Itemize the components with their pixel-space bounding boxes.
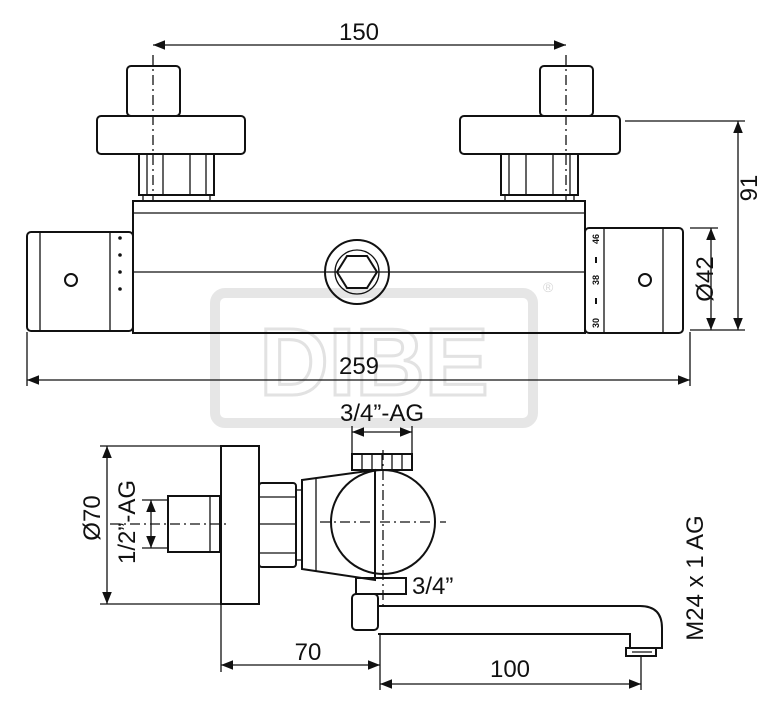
dim-inlet-spacing: 150 — [153, 19, 566, 50]
left-handle-marks — [118, 236, 122, 291]
dim-spout-thread-label: M24 x 1 AG — [682, 515, 709, 640]
mixer-body: 46 38 30 — [26, 200, 684, 334]
left-inlet-connector — [96, 65, 246, 202]
watermark-registered-mark: ® — [543, 279, 554, 295]
watermark: DIBE ® — [210, 279, 554, 428]
side-nut — [258, 482, 303, 568]
dim-height: 91 — [625, 120, 763, 331]
side-view: 3/4”-AG Ø70 1/2”-AG 3/4” M24 x 1 AG 70 — [79, 400, 709, 690]
watermark-text: DIBE — [259, 309, 488, 416]
bottom-outlet-hex — [324, 239, 390, 305]
temperature-scale: 46 38 30 — [591, 234, 601, 328]
dim-height-label: 91 — [736, 175, 763, 202]
temp-mark-38: 38 — [591, 275, 601, 285]
dim-top-thread: 3/4”-AG — [340, 400, 424, 454]
dim-inlet-thread-label: 1/2”-AG — [114, 480, 141, 564]
temp-mark-46: 46 — [591, 234, 601, 244]
right-inlet-connector — [459, 65, 621, 202]
temp-mark-30: 30 — [591, 318, 601, 328]
front-view: 46 38 30 150 91 — [26, 19, 763, 386]
dim-inlet-thread: 1/2”-AG — [114, 480, 168, 564]
dim-total-length: 259 — [26, 332, 691, 386]
dim-top-thread-label: 3/4”-AG — [340, 400, 424, 427]
dim-wall-offset-label: 70 — [295, 639, 322, 666]
dim-spout-length: 100 — [380, 656, 642, 690]
top-thread — [351, 453, 413, 471]
dim-total-length-label: 259 — [339, 353, 379, 380]
dim-body-diameter-label: Ø42 — [692, 256, 719, 301]
dim-body-diameter: Ø42 — [690, 227, 719, 330]
dim-flange-diameter: Ø70 — [79, 445, 221, 605]
spout — [351, 577, 663, 657]
dim-wall-offset: 70 — [220, 604, 381, 690]
wall-flange — [220, 445, 260, 605]
dim-flange-diameter-label: Ø70 — [79, 495, 106, 540]
dim-outlet-thread-label: 3/4” — [412, 573, 453, 600]
dim-spout-length-label: 100 — [490, 656, 530, 683]
dim-inlet-spacing-label: 150 — [339, 19, 379, 46]
